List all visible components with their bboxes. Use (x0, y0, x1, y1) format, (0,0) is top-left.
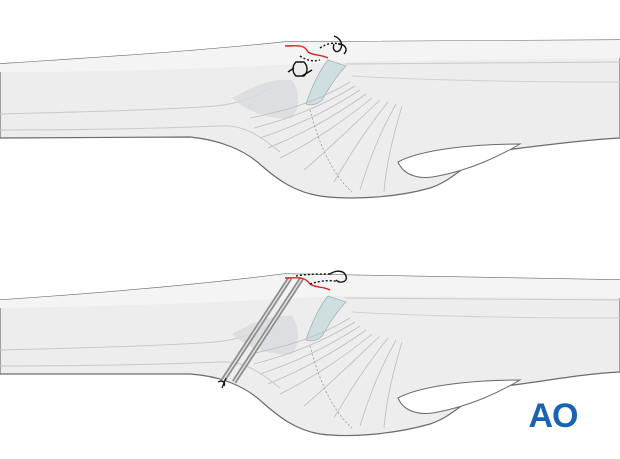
distal-bone-line-2 (351, 311, 620, 319)
distal-bone-line (344, 297, 620, 301)
tendon-window (397, 143, 522, 178)
bone-outline-lower (0, 125, 281, 153)
suture (287, 35, 347, 77)
cartilage (305, 59, 347, 106)
bottom-finger-illustration (0, 270, 620, 437)
top-finger-illustration (0, 35, 620, 199)
tendon-window (397, 379, 522, 414)
fracture-line (284, 45, 329, 59)
k-wires (217, 276, 305, 389)
ligament-fan (249, 317, 403, 429)
joint-shadow (232, 79, 298, 119)
distal-bone-line-2 (351, 75, 620, 83)
bone-outline-lower (0, 361, 281, 389)
bottom-panel (0, 244, 620, 459)
dorsal-surface (0, 274, 620, 308)
cartilage (305, 295, 347, 342)
flexor-sheath (309, 345, 353, 429)
distal-bone-line (344, 61, 620, 65)
ao-logo: AO (528, 397, 579, 435)
flexor-sheath (309, 109, 353, 193)
dorsal-surface (0, 40, 620, 72)
suture (295, 270, 348, 285)
ligament-fan (249, 81, 403, 193)
top-panel (0, 0, 620, 215)
